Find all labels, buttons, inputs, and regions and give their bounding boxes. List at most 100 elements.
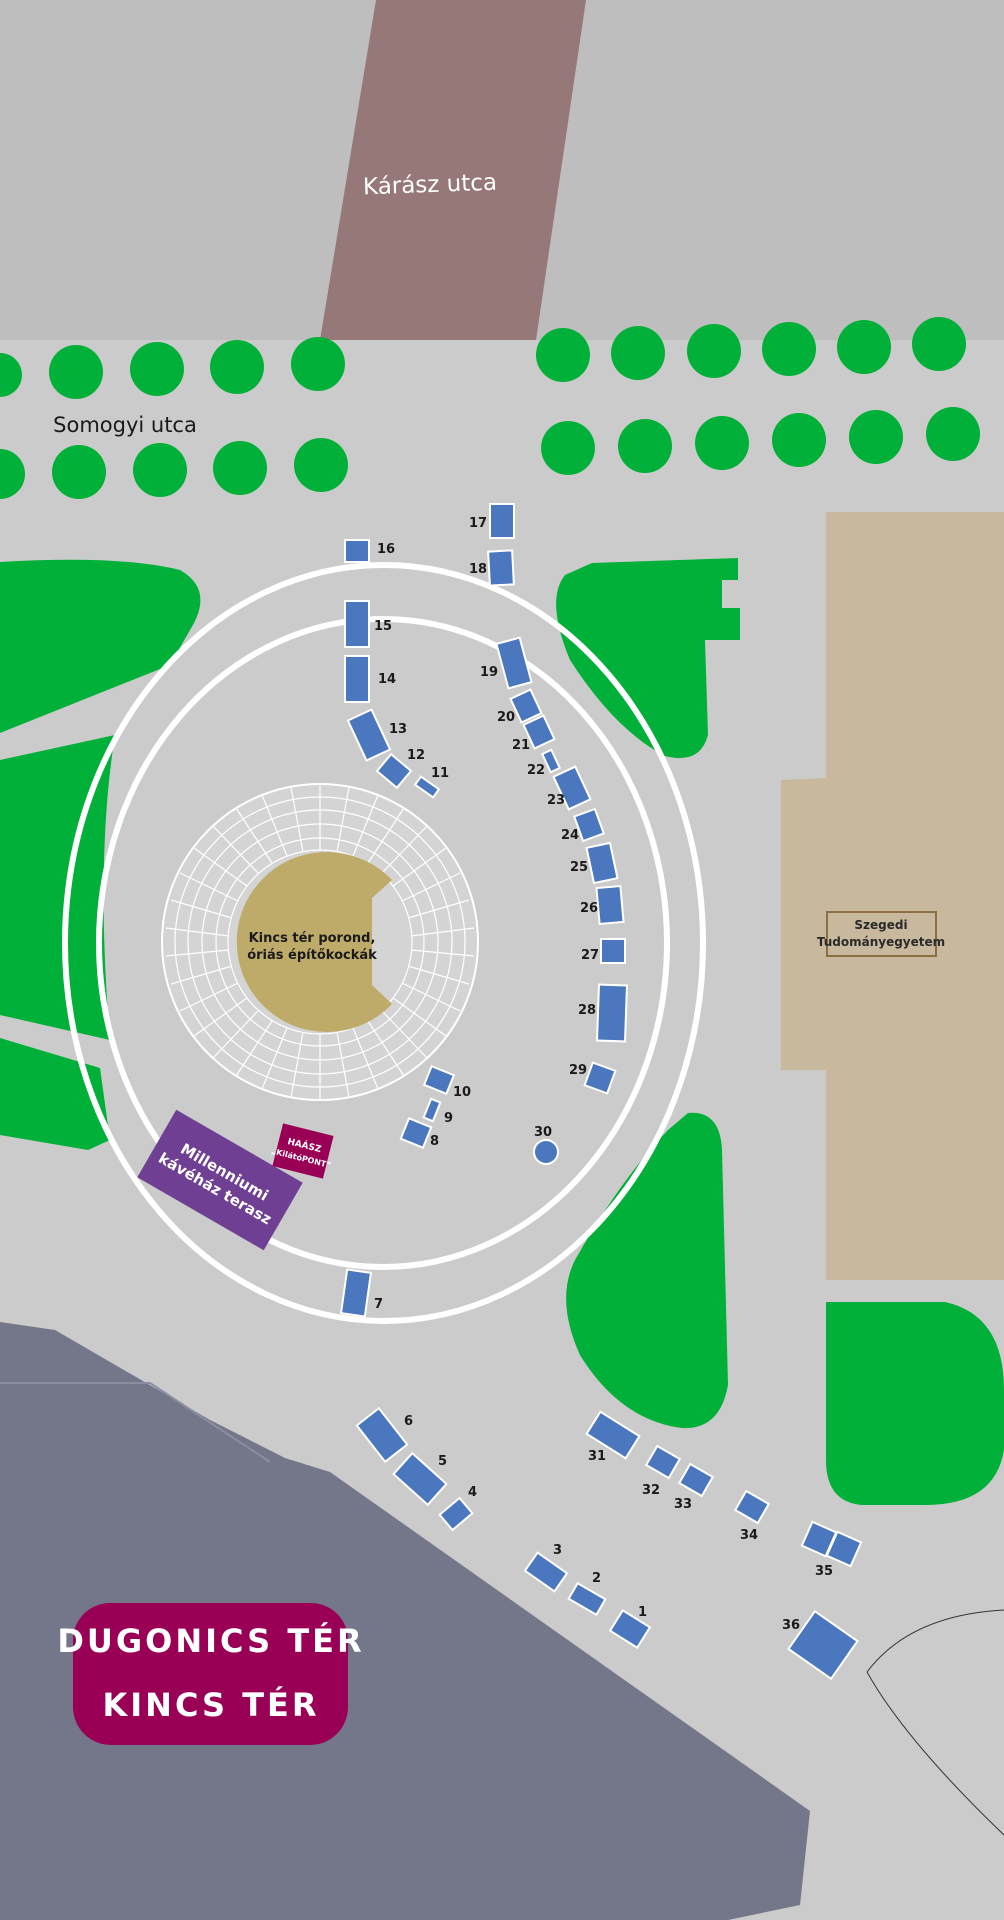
svg-text:10: 10 (453, 1085, 471, 1100)
stall-26[interactable]: 26 (580, 884, 625, 926)
university-label-line2: Tudományegyetem (817, 935, 945, 949)
university-building[interactable] (781, 512, 1004, 1280)
stall-9[interactable]: 9 (422, 1097, 453, 1126)
tree-row-top-right (536, 317, 966, 382)
tree-row-top-left (0, 337, 345, 399)
svg-text:12: 12 (407, 748, 425, 763)
stall-24[interactable]: 24 (561, 807, 606, 843)
svg-text:35: 35 (815, 1564, 833, 1579)
park-left-top (0, 559, 201, 733)
stall-30[interactable]: 30 (533, 1125, 559, 1165)
stall-6[interactable]: 6 (355, 1406, 413, 1464)
karasz-street-label: Kárász utca (363, 170, 498, 201)
haasz-kilatopont[interactable]: HAÁSZ „KilátóPONT” (268, 1122, 339, 1180)
stall-28[interactable]: 28 (578, 983, 629, 1043)
svg-text:24: 24 (561, 828, 579, 843)
svg-text:2: 2 (592, 1571, 601, 1586)
path-curve (866, 1609, 1004, 1673)
stall-29[interactable]: 29 (569, 1061, 617, 1095)
svg-text:30: 30 (534, 1125, 552, 1140)
svg-text:20: 20 (497, 710, 515, 725)
svg-text:22: 22 (527, 763, 545, 778)
svg-text:25: 25 (570, 860, 588, 875)
stall-23[interactable]: 23 (547, 765, 592, 811)
tram-block (0, 1322, 810, 1920)
stall-31[interactable]: 31 (585, 1410, 641, 1464)
stall-25[interactable]: 25 (570, 841, 619, 885)
svg-text:18: 18 (469, 562, 487, 577)
tree-row-bottom-left (0, 438, 348, 499)
karasz-street[interactable] (320, 0, 586, 340)
arena-ring[interactable] (236, 852, 392, 1032)
svg-text:29: 29 (569, 1063, 587, 1078)
svg-text:19: 19 (480, 665, 498, 680)
stall-7[interactable]: 7 (339, 1268, 383, 1318)
svg-text:9: 9 (444, 1111, 453, 1126)
svg-text:14: 14 (378, 672, 396, 687)
stall-14[interactable]: 14 (344, 655, 396, 703)
stalls: 1 2 3 4 5 6 7 8 9 10 11 12 13 14 15 16 1… (339, 503, 863, 1681)
stall-27[interactable]: 27 (581, 938, 626, 964)
stall-10[interactable]: 10 (422, 1064, 471, 1100)
svg-text:5: 5 (438, 1454, 447, 1469)
stall-12[interactable]: 12 (375, 748, 425, 790)
stall-18[interactable]: 18 (469, 549, 515, 587)
stall-16[interactable]: 16 (344, 539, 395, 563)
svg-text:28: 28 (578, 1003, 596, 1018)
stall-20[interactable]: 20 (497, 688, 543, 725)
stall-2[interactable]: 2 (567, 1571, 607, 1617)
stall-15[interactable]: 15 (344, 600, 392, 648)
svg-text:3: 3 (553, 1543, 562, 1558)
stall-21[interactable]: 21 (512, 714, 556, 753)
svg-text:17: 17 (469, 516, 487, 531)
stall-32[interactable]: 32 (642, 1444, 682, 1498)
svg-text:34: 34 (740, 1528, 758, 1543)
inner-ring (96, 616, 670, 1270)
svg-text:32: 32 (642, 1483, 660, 1498)
svg-text:26: 26 (580, 901, 598, 916)
stall-19[interactable]: 19 (480, 636, 533, 690)
svg-text:27: 27 (581, 948, 599, 963)
arena-label-line1: Kincs tér porond, (249, 931, 376, 946)
svg-text:21: 21 (512, 738, 530, 753)
title-badge: DUGONICS TÉR KINCS TÉR (57, 1603, 364, 1745)
stall-3[interactable]: 3 (523, 1543, 569, 1593)
somogyi-street-label: Somogyi utca (53, 413, 197, 437)
svg-text:6: 6 (404, 1414, 413, 1429)
svg-text:36: 36 (782, 1618, 800, 1633)
millennium-cafe-terrace[interactable]: Millenniumi kávéház terasz (137, 1109, 303, 1251)
svg-text:13: 13 (389, 722, 407, 737)
university-label-line1: Szegedi (854, 918, 907, 932)
tram-edge (0, 1382, 271, 1463)
stall-11[interactable]: 11 (413, 766, 449, 799)
svg-text:4: 4 (468, 1485, 477, 1500)
title-line1: DUGONICS TÉR (57, 1622, 364, 1660)
svg-text:7: 7 (374, 1297, 383, 1312)
stall-1[interactable]: 1 (608, 1605, 652, 1650)
stall-35[interactable]: 35 (800, 1520, 863, 1579)
stall-33[interactable]: 33 (674, 1462, 715, 1512)
park-right-bottom (826, 1302, 1004, 1505)
tree-row-bottom-right (541, 407, 980, 475)
park-right-middle (566, 1112, 728, 1429)
svg-text:1: 1 (638, 1605, 647, 1620)
title-line2: KINCS TÉR (102, 1686, 319, 1724)
stall-8[interactable]: 8 (399, 1117, 439, 1149)
arena-label-line2: óriás építőkockák (247, 948, 377, 963)
svg-text:15: 15 (374, 619, 392, 634)
stall-22[interactable]: 22 (527, 748, 562, 778)
svg-text:16: 16 (377, 542, 395, 557)
stall-4[interactable]: 4 (438, 1485, 477, 1532)
stall-5[interactable]: 5 (392, 1451, 448, 1507)
university-sign (826, 911, 937, 957)
stall-17[interactable]: 17 (469, 503, 515, 539)
svg-text:33: 33 (674, 1497, 692, 1512)
stall-13[interactable]: 13 (346, 708, 407, 762)
park-right-top (556, 558, 740, 759)
svg-text:23: 23 (547, 793, 565, 808)
stall-36[interactable]: 36 (782, 1609, 859, 1681)
stall-34[interactable]: 34 (733, 1489, 771, 1543)
svg-text:31: 31 (588, 1449, 606, 1464)
outer-ring (62, 562, 706, 1324)
